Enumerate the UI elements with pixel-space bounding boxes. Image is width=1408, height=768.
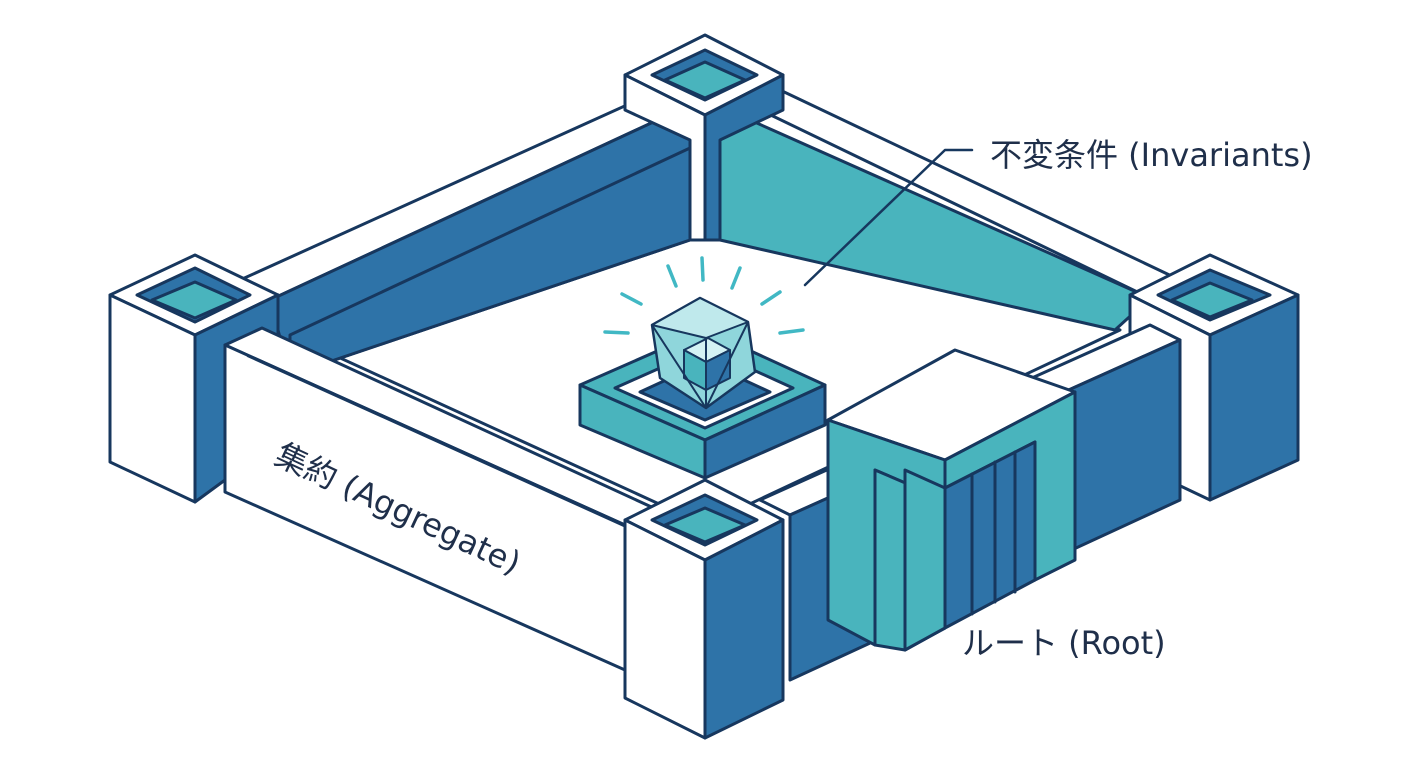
invariants-label: 不変条件 (Invariants) <box>990 136 1313 174</box>
root-label: ルート (Root) <box>962 624 1166 662</box>
glow-rays-icon <box>603 256 805 335</box>
tower-back <box>623 33 785 242</box>
tower-front <box>623 478 785 740</box>
root-gatehouse <box>826 348 1077 652</box>
invariants-leader-line <box>803 148 974 287</box>
back-left-wall <box>238 88 692 377</box>
invariant-crystal-icon <box>650 296 757 410</box>
front-left-wall <box>223 326 660 672</box>
